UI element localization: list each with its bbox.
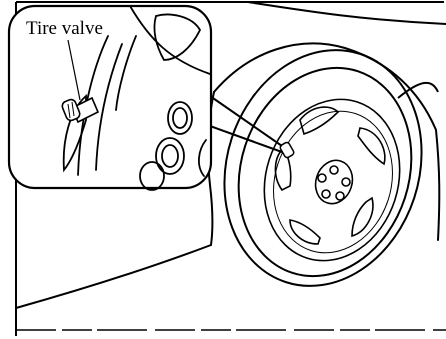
wheel-rim: [244, 82, 420, 279]
wheel-valve: [279, 141, 295, 158]
tire: [195, 24, 446, 312]
tire-valve-label: Tire valve: [26, 18, 103, 39]
